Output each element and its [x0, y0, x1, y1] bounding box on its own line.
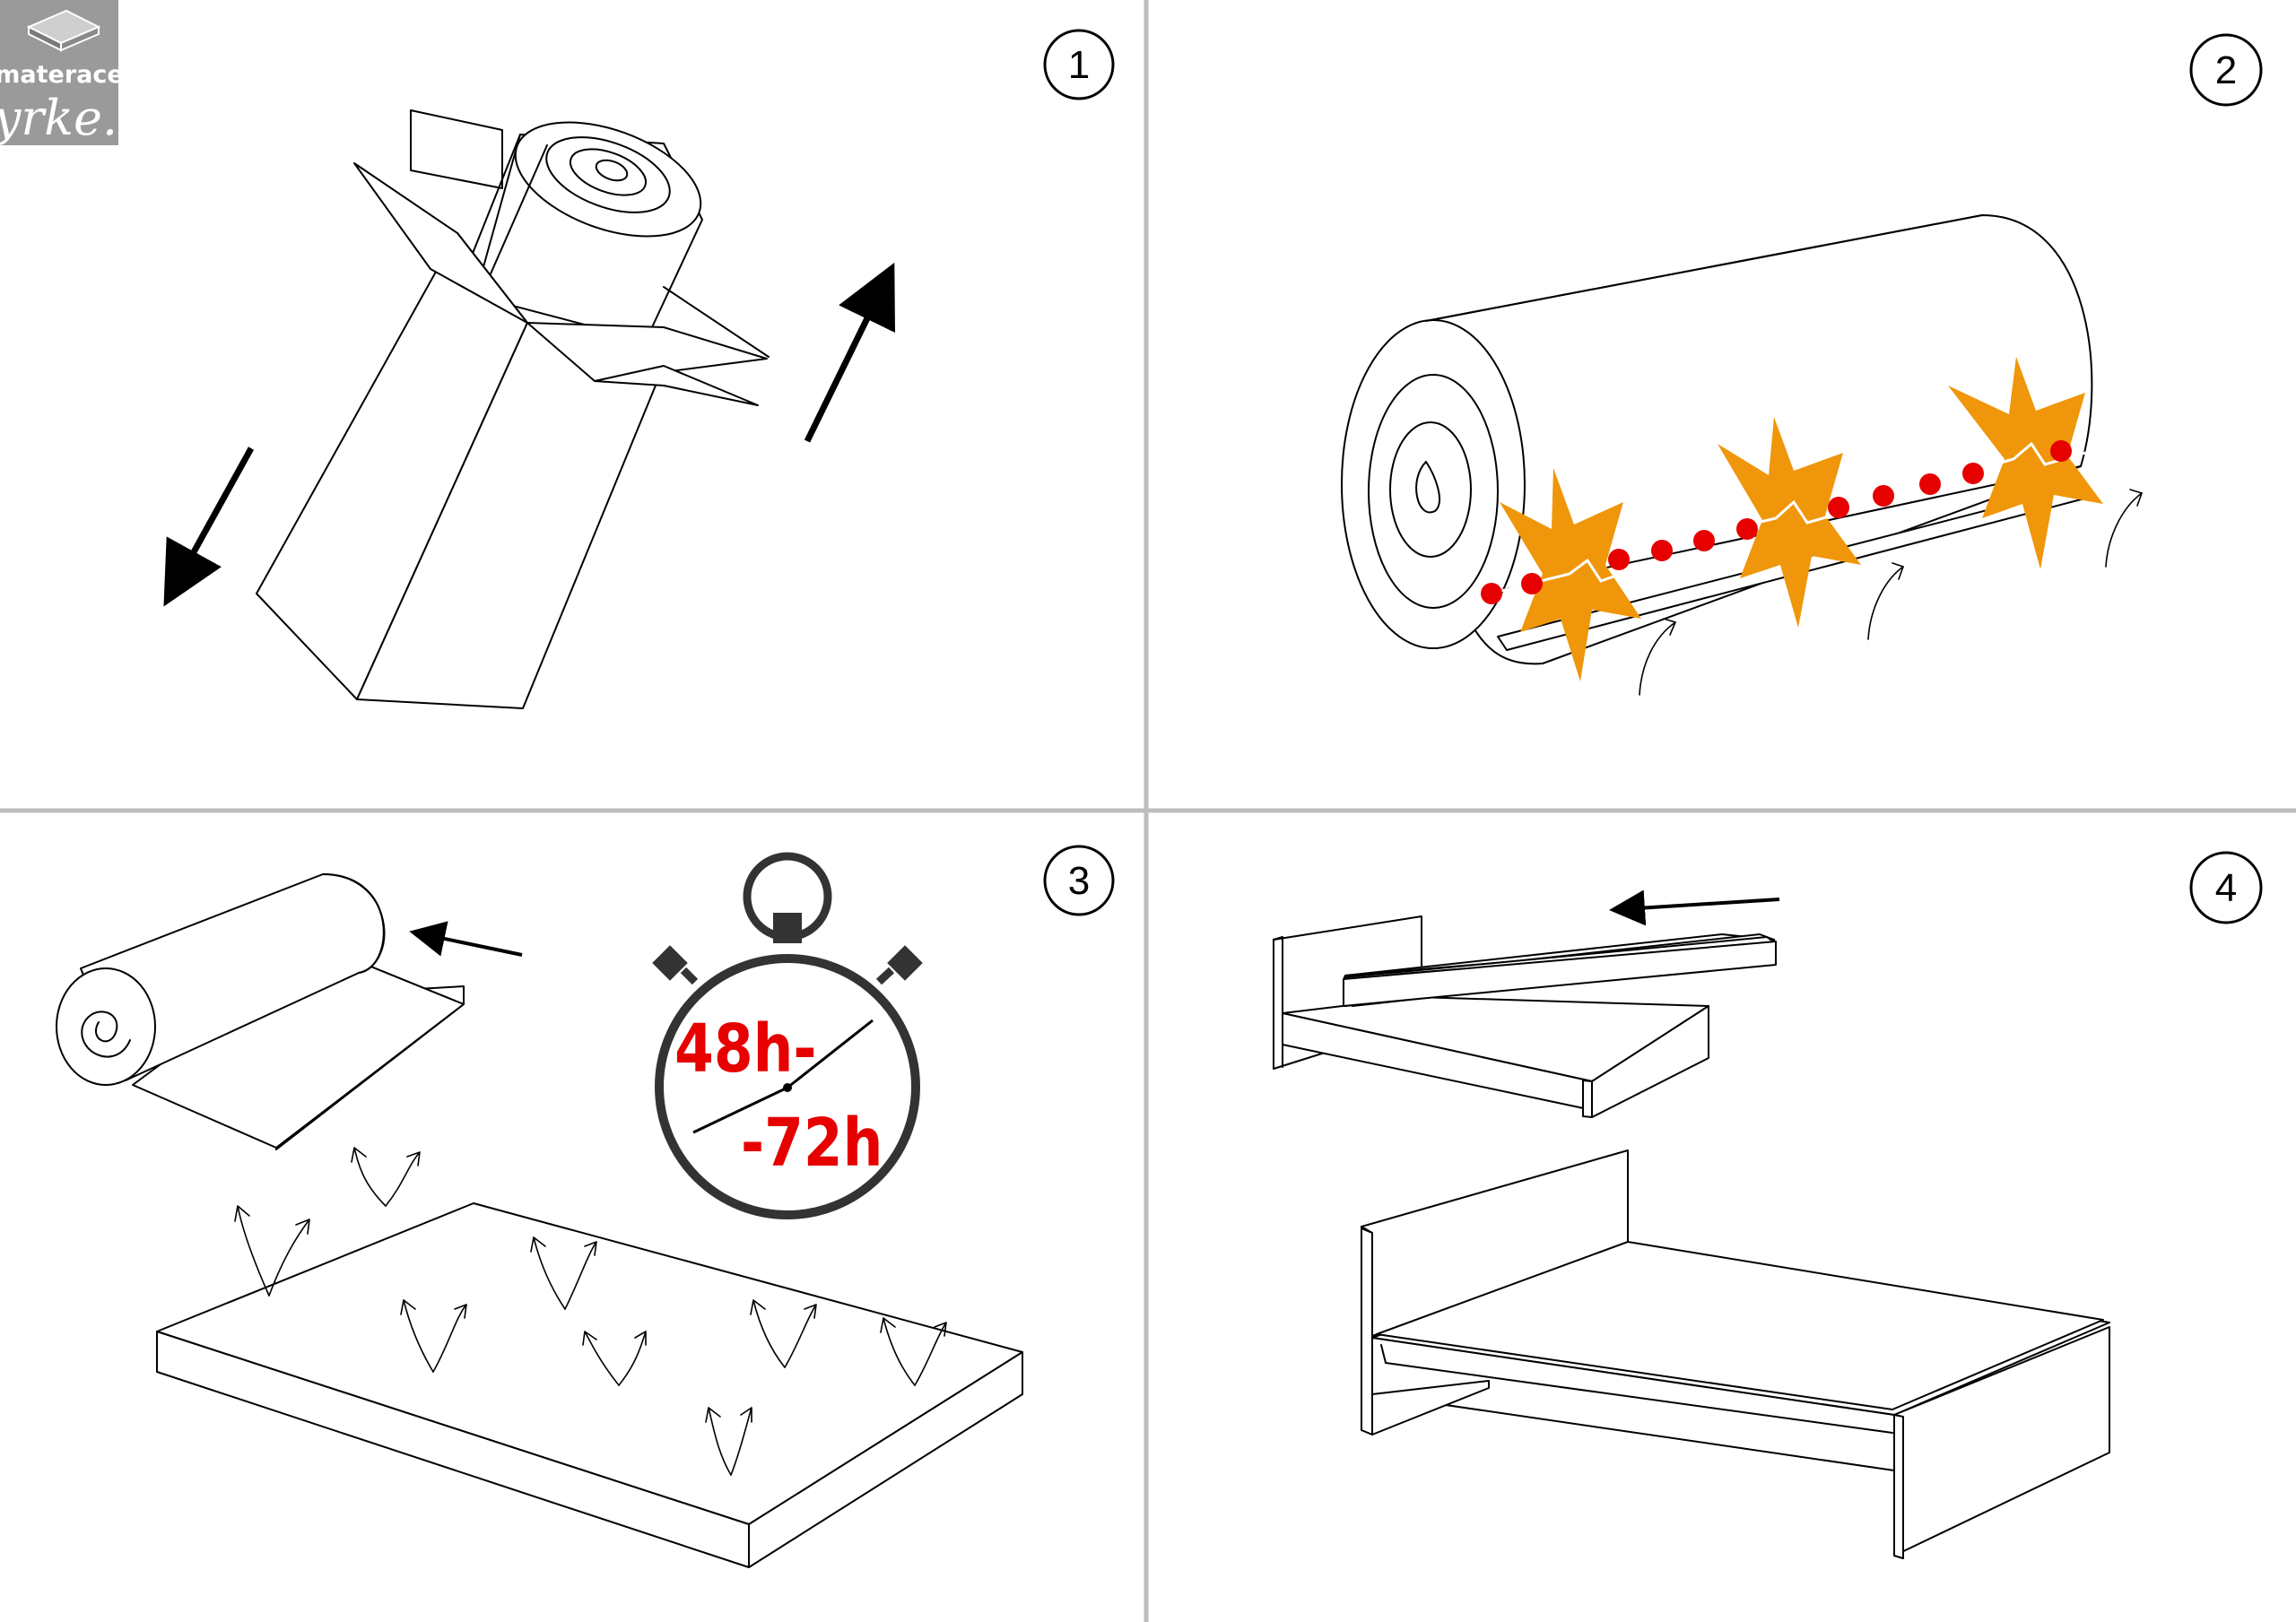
cut-wrap-icon — [1341, 214, 2144, 696]
svg-text:4: 4 — [2215, 866, 2237, 910]
cut-star-icon-2 — [1718, 417, 1861, 628]
svg-text:2: 2 — [2215, 48, 2237, 92]
step-badge-1: 1 — [1043, 29, 1115, 100]
svg-text:3: 3 — [1068, 859, 1090, 903]
unroll-wait-icon: 48h- -72h — [56, 852, 1023, 1568]
box-unpack-icon — [163, 109, 896, 709]
expand-arrows — [234, 1147, 947, 1476]
stopwatch-icon: 48h- -72h — [652, 852, 923, 1219]
logo-text-top: materace — [0, 61, 124, 89]
cut-star-icon-3 — [1948, 357, 2103, 569]
place-on-bed-icon — [1273, 889, 2110, 1559]
cut-dots — [1481, 440, 2072, 604]
timer-to: -72h — [741, 1105, 883, 1182]
svg-text:1: 1 — [1068, 43, 1090, 87]
step-badge-3: 3 — [1043, 845, 1115, 916]
timer-from: 48h- — [674, 1010, 816, 1088]
step-badge-4: 4 — [2189, 851, 2263, 924]
step-badge-2: 2 — [2189, 33, 2263, 107]
brand-logo: materace yrke. — [0, 0, 124, 146]
logo-text-bottom: yrke. — [0, 90, 117, 146]
